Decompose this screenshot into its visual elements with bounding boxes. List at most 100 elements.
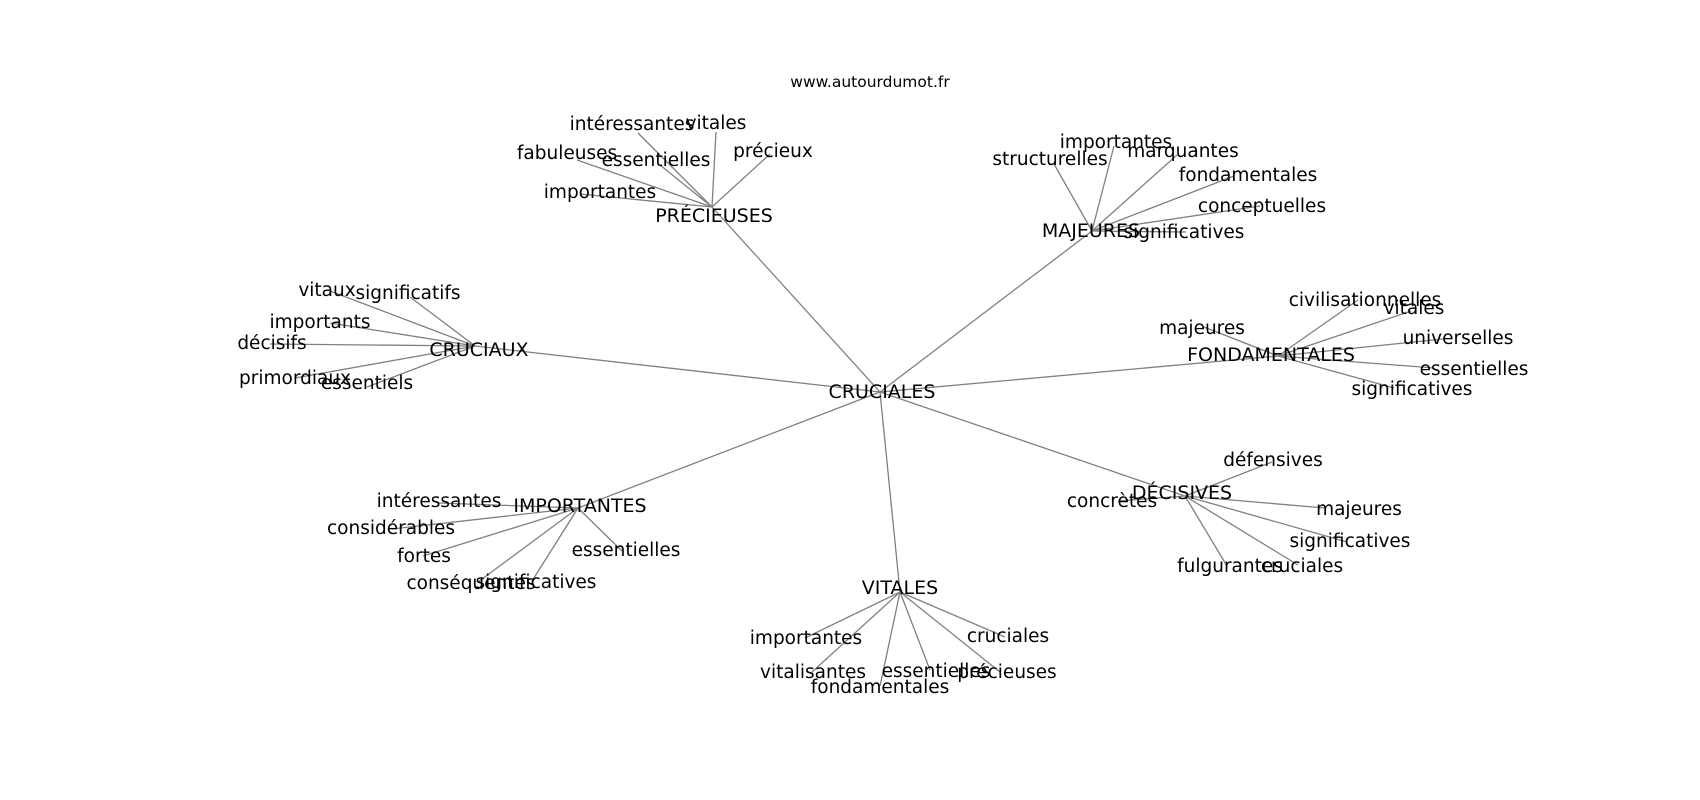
edge-cruciaux-essentiels <box>366 345 476 388</box>
leaf-node-majeures-structurelles: structurelles <box>992 149 1107 170</box>
leaf-node-fondamentales-vitales: vitales <box>1384 298 1445 319</box>
leaf-node-importantes-interessantes: intéressantes <box>377 491 502 512</box>
leaf-node-precieuses-vitales: vitales <box>686 113 747 134</box>
leaf-node-precieuses-precieux: précieux <box>733 141 813 162</box>
edge-precieuses-interessantes <box>637 132 713 208</box>
edge-vitales-fondamentales <box>879 591 901 687</box>
edge-cruciaux-significatifs <box>409 296 476 347</box>
edge-importantes-essentielles <box>577 507 623 552</box>
graph-edges <box>269 131 1444 687</box>
edge-majeures-importantes <box>1091 145 1115 232</box>
leaf-node-vitales-essentielles: essentielles <box>882 661 991 682</box>
edge-decisives-defensives <box>1184 461 1273 497</box>
leaf-node-majeures-marquantes: marquantes <box>1127 141 1238 162</box>
leaf-node-fondamentales-majeures: majeures <box>1159 318 1245 339</box>
leaf-node-majeures-conceptuelles: conceptuelles <box>1198 196 1326 217</box>
edge-importantes-consequentes <box>477 507 579 583</box>
edge-cruciaux-importants <box>329 322 476 347</box>
leaf-node-fondamentales-significatives: significatives <box>1352 379 1473 400</box>
edge-decisives-fulgurantes <box>1184 495 1228 567</box>
hub-node-importantes: IMPORTANTES <box>513 495 646 517</box>
edge-decisives-significatives <box>1184 495 1348 543</box>
edge-cruciaux-vitaux <box>329 290 476 347</box>
edge-center-importantes <box>577 391 881 509</box>
leaf-node-importantes-consequentes: conséquentes <box>406 573 535 594</box>
hub-node-majeures: MAJEURES <box>1042 220 1140 242</box>
leaf-node-majeures-importantes: importantes <box>1060 132 1172 153</box>
edge-center-decisives <box>879 391 1186 497</box>
edge-fondamentales-civilisationnelles <box>1277 299 1359 357</box>
site-watermark: www.autourdumot.fr <box>790 73 950 91</box>
edge-vitales-essentielles <box>899 591 931 671</box>
edge-precieuses-precieux <box>711 153 771 208</box>
leaf-node-importantes-considerables: considérables <box>327 518 455 539</box>
leaf-node-decisives-majeures: majeures <box>1316 499 1402 520</box>
edge-fondamentales-essentielles <box>1277 355 1435 369</box>
leaf-node-precieuses-fabuleuses: fabuleuses <box>517 143 617 164</box>
edge-center-precieuses <box>711 206 881 393</box>
edge-vitales-vitalisantes <box>811 591 901 673</box>
leaf-node-cruciaux-importants: importants <box>269 312 370 333</box>
graph-labels: www.autourdumot.fr intéressantesvitalesf… <box>237 73 1528 698</box>
edge-vitales-cruciales <box>899 591 1006 638</box>
hub-node-decisives: DÉCISIVES <box>1132 481 1232 504</box>
edge-decisives-majeures <box>1184 495 1326 509</box>
leaf-node-cruciaux-primordiaux: primordiaux <box>239 368 351 389</box>
leaf-node-importantes-fortes: fortes <box>397 546 451 567</box>
edge-fondamentales-vitales <box>1277 310 1412 357</box>
edge-decisives-cruciales <box>1184 495 1299 566</box>
leaf-node-decisives-defensives: défensives <box>1223 450 1323 471</box>
edge-center-vitales <box>879 391 901 593</box>
leaf-node-decisives-cruciales: cruciales <box>1261 556 1343 577</box>
edge-precieuses-importantes <box>579 193 713 208</box>
leaf-node-precieuses-interessantes: intéressantes <box>570 114 695 135</box>
hub-node-precieuses: PRÉCIEUSES <box>655 204 773 227</box>
edge-majeures-significatives <box>1091 230 1187 233</box>
hub-node-fondamentales: FONDAMENTALES <box>1187 344 1355 366</box>
edge-fondamentales-significatives <box>1277 355 1395 389</box>
edge-precieuses-vitales <box>711 131 717 208</box>
edge-importantes-interessantes <box>437 502 579 509</box>
edge-vitales-precieuses <box>899 591 1001 673</box>
edge-center-majeures <box>879 230 1093 393</box>
center-node: CRUCIALES <box>829 381 936 403</box>
edge-majeures-marquantes <box>1091 154 1178 232</box>
edge-decisives-concretes <box>1117 495 1186 502</box>
leaf-node-fondamentales-universelles: universelles <box>1403 328 1514 349</box>
leaf-node-decisives-significatives: significatives <box>1290 531 1411 552</box>
leaf-node-vitales-importantes: importantes <box>750 628 862 649</box>
edge-cruciaux-primordiaux <box>294 345 476 379</box>
leaf-node-vitales-fondamentales: fondamentales <box>811 677 950 698</box>
leaf-node-vitales-cruciales: cruciales <box>967 626 1049 647</box>
edge-cruciaux-decisifs <box>269 343 476 347</box>
leaf-node-majeures-significatives: significatives <box>1124 222 1245 243</box>
edge-importantes-fortes <box>422 507 579 557</box>
leaf-node-fondamentales-essentielles: essentielles <box>1420 359 1529 380</box>
edge-center-cruciaux <box>474 345 881 393</box>
leaf-node-fondamentales-civilisationnelles: civilisationnelles <box>1289 290 1442 311</box>
edge-importantes-considerables <box>391 507 579 530</box>
leaf-node-cruciaux-vitaux: vitaux <box>298 280 355 301</box>
edge-majeures-fondamentales <box>1091 175 1235 232</box>
leaf-node-importantes-significatives: significatives <box>476 572 597 593</box>
edge-fondamentales-universelles <box>1277 338 1444 357</box>
edge-precieuses-essentielles <box>659 164 713 208</box>
edge-importantes-significatives <box>531 507 579 582</box>
leaf-node-precieuses-importantes: importantes <box>544 182 656 203</box>
leaf-node-decisives-concretes: concrètes <box>1067 491 1157 512</box>
leaf-node-precieuses-essentielles: essentielles <box>602 150 711 171</box>
leaf-node-cruciaux-essentiels: essentiels <box>321 373 413 394</box>
edge-vitales-importantes <box>804 591 901 639</box>
edge-precieuses-fabuleuses <box>576 159 713 208</box>
edge-majeures-structurelles <box>1053 163 1093 232</box>
edge-majeures-conceptuelles <box>1091 205 1261 232</box>
hub-node-vitales: VITALES <box>862 577 938 599</box>
leaf-node-vitales-precieuses: précieuses <box>957 662 1056 683</box>
leaf-node-cruciaux-significatifs: significatifs <box>355 283 460 304</box>
leaf-node-cruciaux-decisifs: décisifs <box>237 333 306 354</box>
leaf-node-decisives-fulgurantes: fulgurantes <box>1177 556 1283 577</box>
leaf-node-majeures-fondamentales: fondamentales <box>1179 165 1318 186</box>
edge-center-fondamentales <box>879 355 1279 393</box>
edge-fondamentales-majeures <box>1203 326 1279 357</box>
